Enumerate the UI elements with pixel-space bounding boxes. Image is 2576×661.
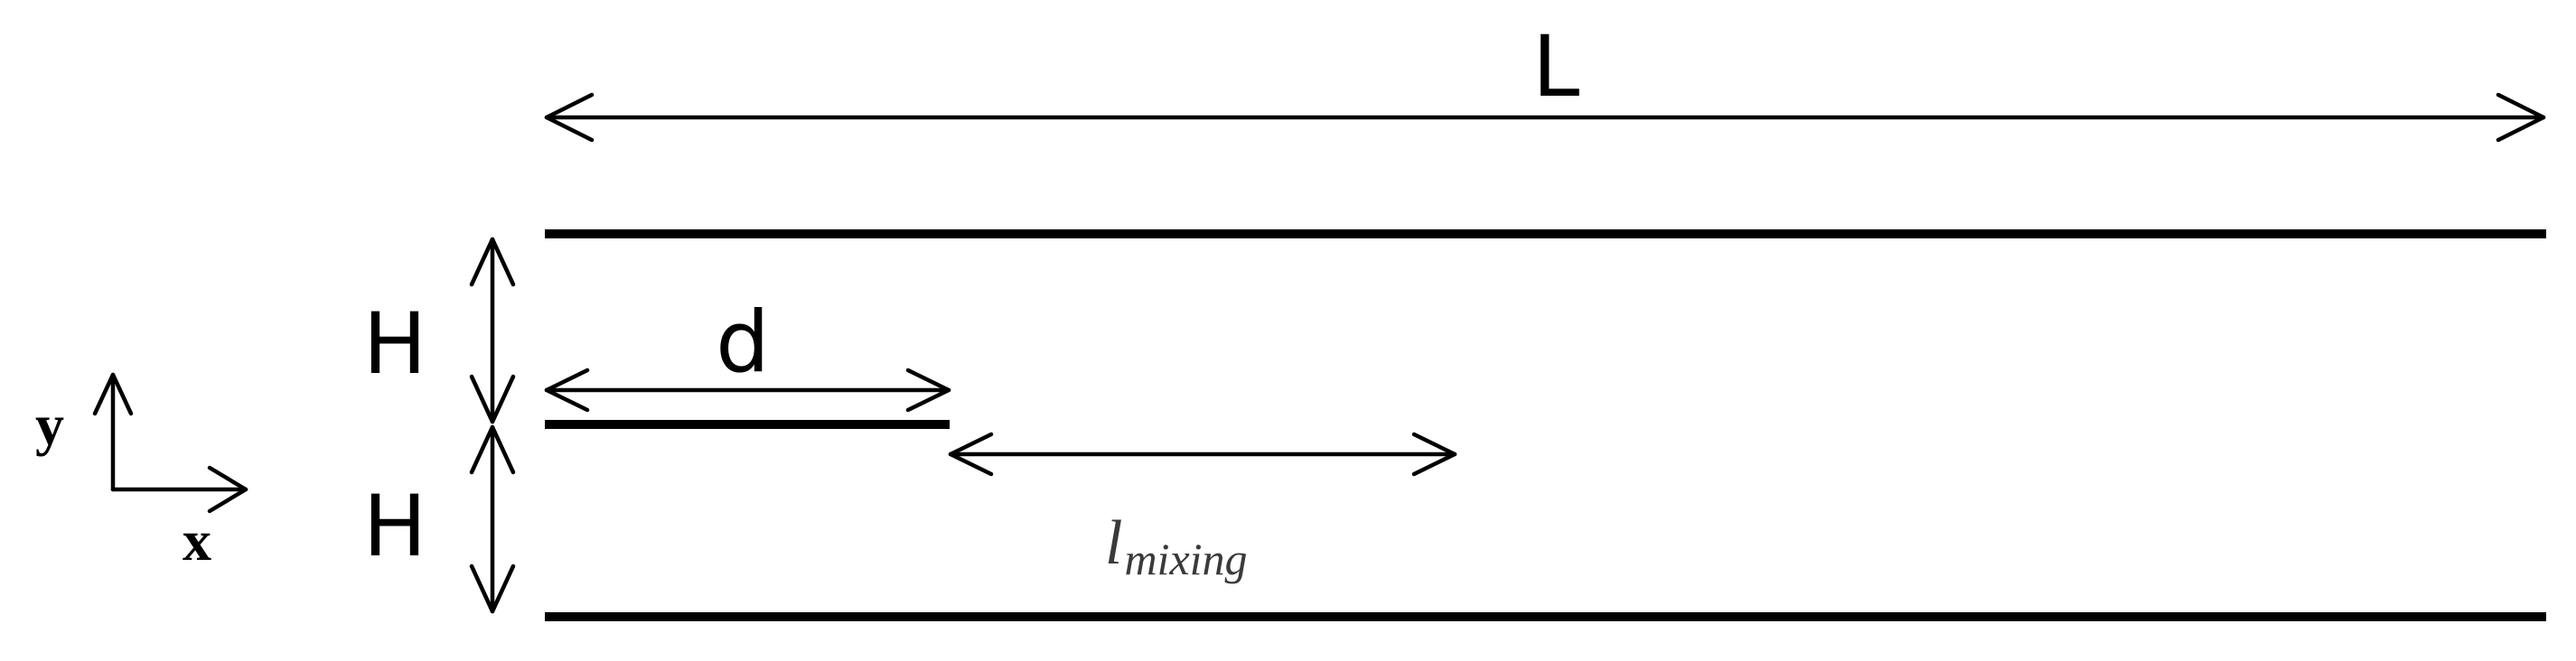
length-dimension-arrow bbox=[544, 92, 2546, 143]
splitter-label: d bbox=[716, 293, 770, 392]
mixing-length-base: l bbox=[1105, 508, 1122, 578]
x-axis-label: x bbox=[183, 508, 211, 573]
height-bottom-dimension-arrow bbox=[469, 424, 516, 614]
y-axis-label: y bbox=[35, 393, 64, 457]
height-top-label: H bbox=[363, 295, 427, 394]
length-label: L bbox=[1532, 18, 1579, 116]
splitter-length-dimension-arrow bbox=[544, 368, 951, 413]
coordinate-axes bbox=[92, 372, 248, 514]
mixing-length-subscript: mixing bbox=[1124, 534, 1247, 584]
mixing-length-dimension-arrow bbox=[948, 432, 1457, 477]
height-bottom-label: H bbox=[363, 478, 427, 576]
mixing-length-label: lmixing bbox=[1105, 508, 1248, 584]
height-top-dimension-arrow bbox=[469, 237, 516, 424]
